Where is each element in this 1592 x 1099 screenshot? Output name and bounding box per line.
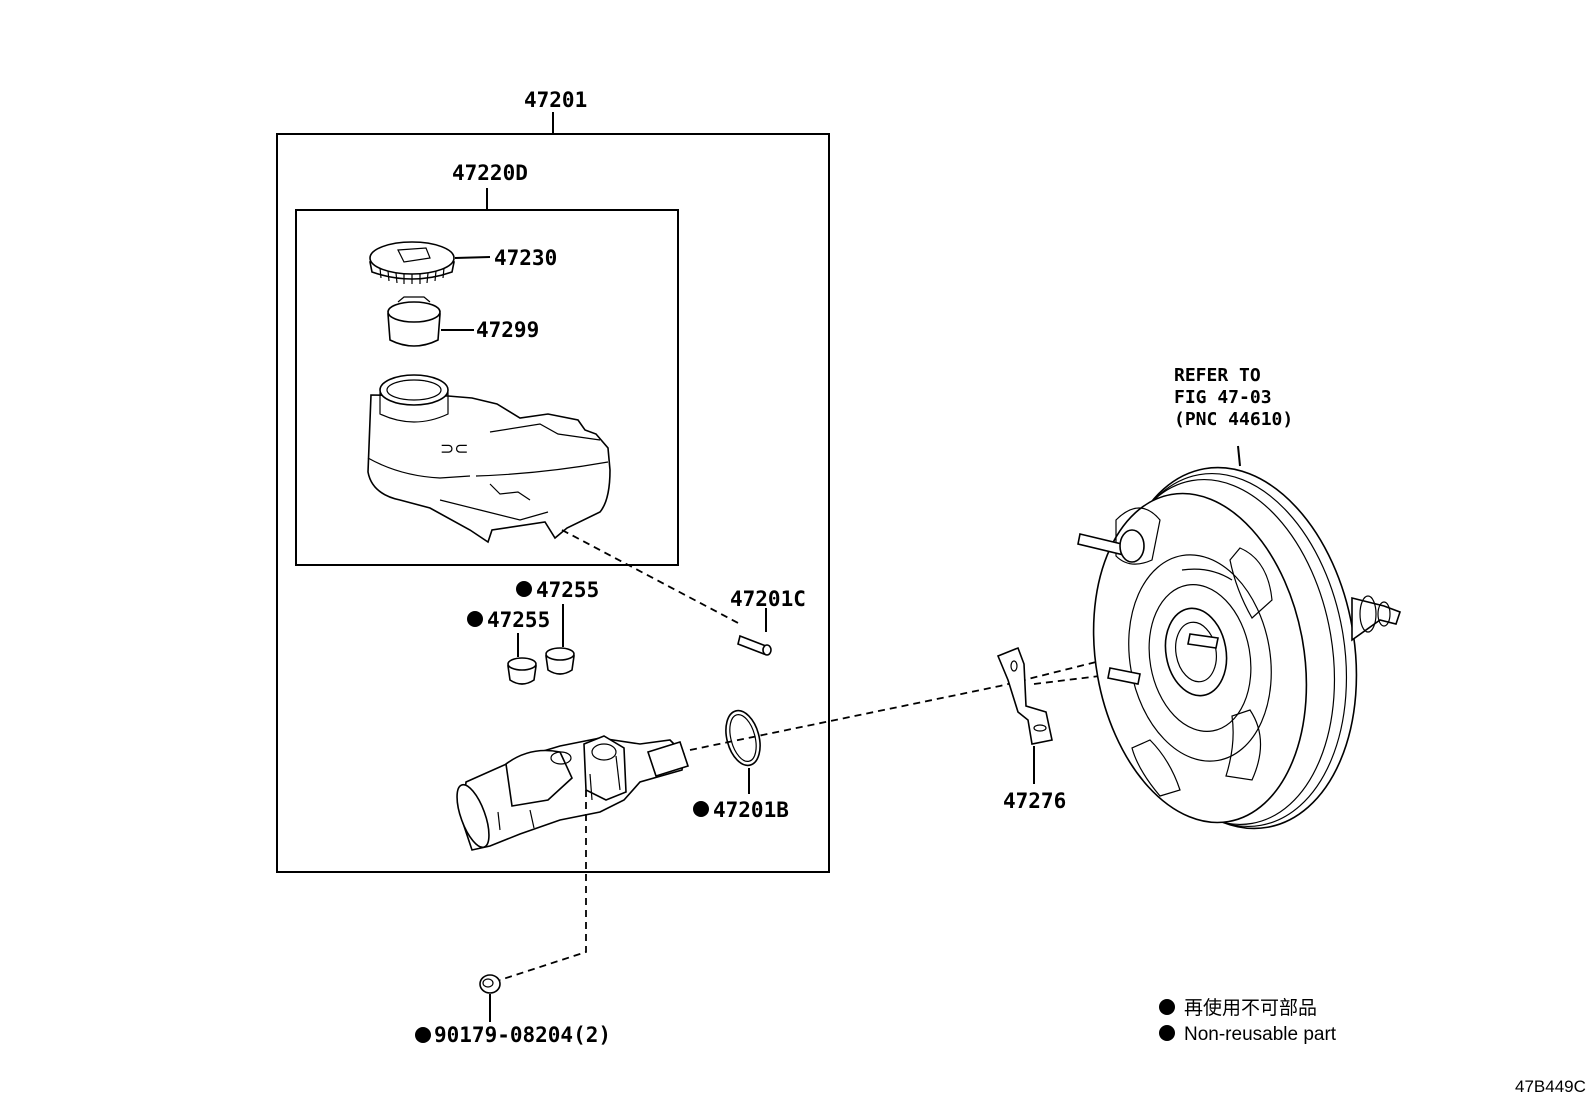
pin-drawing — [737, 608, 772, 656]
booster-ref-line2[interactable]: FIG 47-03 — [1174, 387, 1272, 408]
nut-drawing — [479, 974, 501, 1022]
legend-english: Non-reusable part — [1184, 1024, 1337, 1045]
legend-japanese: 再使用不可部品 — [1184, 997, 1317, 1019]
legend-dot-japanese — [1159, 999, 1175, 1015]
assembly-47201: 47201 — [276, 88, 830, 873]
label-47201c[interactable]: 47201C — [730, 587, 806, 611]
label-47201b[interactable]: 47201B — [713, 798, 789, 822]
non-reusable-dot-47201b — [693, 801, 709, 817]
reservoir-tank-drawing: ⊃⊂ — [367, 374, 611, 544]
label-47255-upper[interactable]: 47255 — [536, 578, 599, 602]
assembly-label[interactable]: 47201 — [524, 88, 587, 112]
svg-text:⊃⊂: ⊃⊂ — [440, 439, 469, 458]
label-47255-lower[interactable]: 47255 — [487, 608, 550, 632]
reservoir-group-47220d: 47220D — [295, 161, 679, 566]
figure-code: 47B449C — [1515, 1077, 1586, 1096]
legend-dot-english — [1159, 1025, 1175, 1041]
label-47230[interactable]: 47230 — [494, 246, 557, 270]
brake-booster-drawing — [1077, 445, 1402, 830]
non-reusable-dot-47255-lower — [467, 611, 483, 627]
legend: 再使用不可部品 Non-reusable part — [1159, 997, 1337, 1045]
label-47276[interactable]: 47276 — [1003, 789, 1066, 813]
reservoir-cap-drawing — [369, 241, 491, 284]
reservoir-group-label[interactable]: 47220D — [452, 161, 528, 185]
booster-ref-line1[interactable]: REFER TO — [1174, 365, 1261, 386]
master-cylinder-drawing — [456, 735, 690, 851]
grommets-drawing — [507, 604, 575, 685]
non-reusable-dot-nut — [415, 1027, 431, 1043]
non-reusable-dot-47255-upper — [516, 581, 532, 597]
o-ring-drawing — [725, 709, 761, 794]
strainer-drawing — [387, 296, 474, 347]
label-nut[interactable]: 90179-08204(2) — [434, 1023, 611, 1047]
booster-ref-line3[interactable]: (PNC 44610) — [1174, 409, 1293, 430]
label-47299[interactable]: 47299 — [476, 318, 539, 342]
bracket-drawing — [996, 646, 1053, 784]
